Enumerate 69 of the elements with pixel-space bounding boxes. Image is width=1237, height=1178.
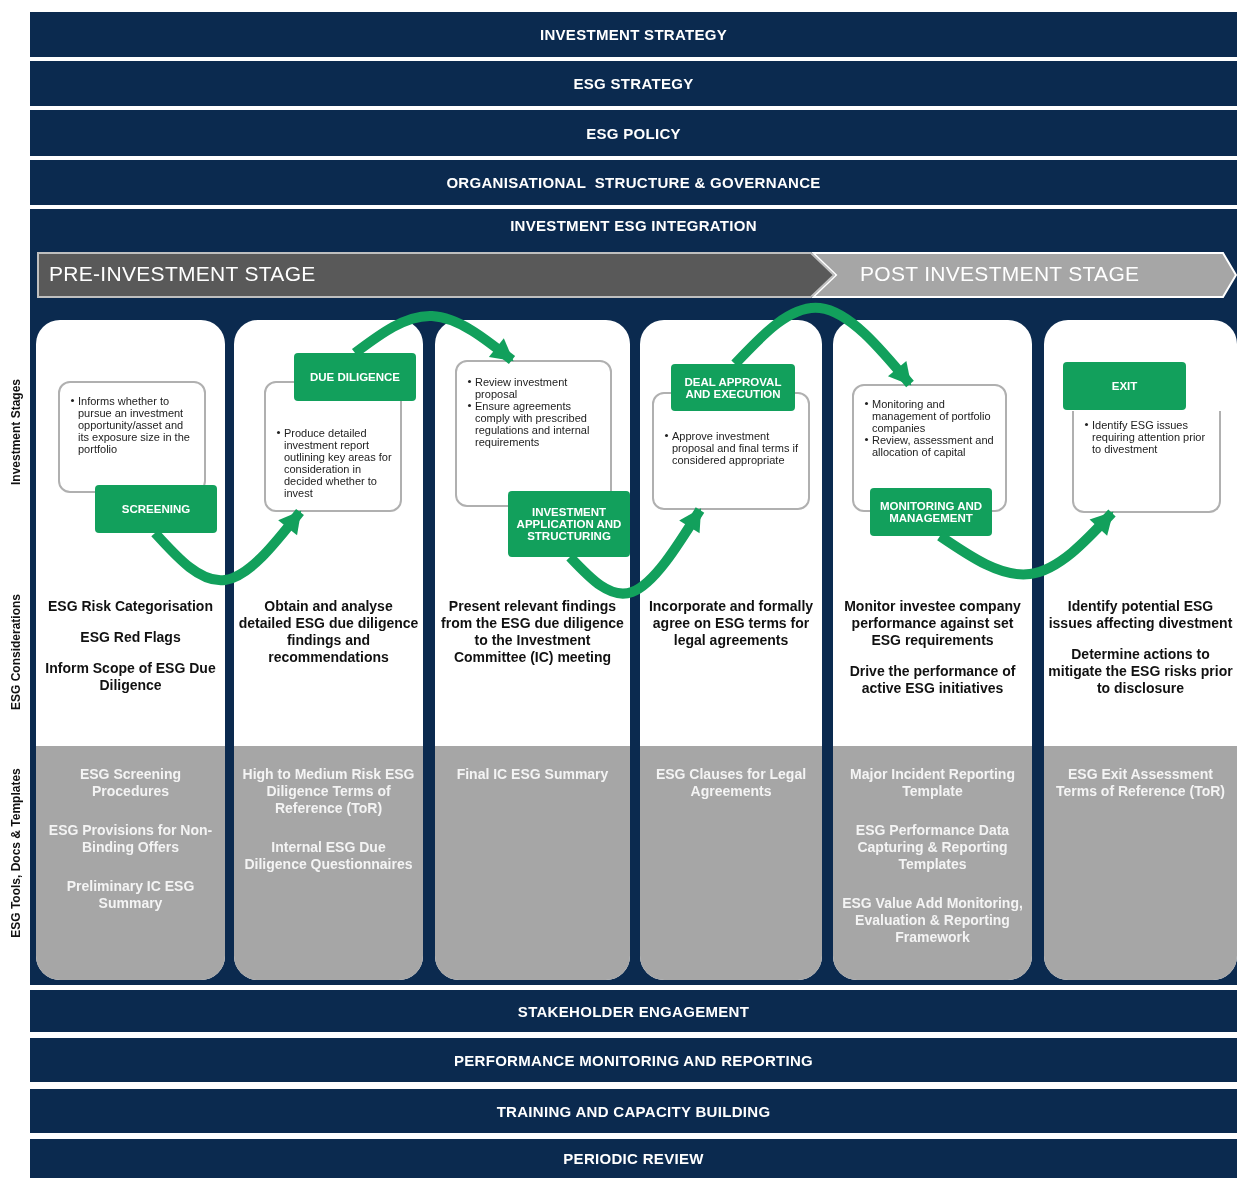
section-band: INVESTMENT STRATEGY <box>30 12 1237 57</box>
curved-arrow <box>937 509 1116 580</box>
consideration-text: Inform Scope of ESG Due Diligence <box>44 660 217 694</box>
tool-text: Major Incident Reporting Template <box>849 766 1016 800</box>
tool-text: High to Medium Risk ESG Diligence Terms of Reference (ToR) <box>241 766 416 817</box>
stage-label: INVESTMENT APPLICATION AND STRUCTURING <box>508 491 630 557</box>
tool-text: ESG Clauses for Legal Agreements <box>654 766 808 800</box>
row-label: ESG Tools, Docs & Templates <box>9 768 23 938</box>
consideration-text: Identify potential ESG issues affecting divestment <box>1048 598 1233 632</box>
section-band: PERFORMANCE MONITORING AND REPORTING <box>30 1038 1237 1082</box>
tool-text: Final IC ESG Summary <box>456 766 609 783</box>
tools-panel <box>234 746 423 980</box>
consideration-text: Determine actions to mitigate the ESG risks prior to disclosure <box>1048 646 1233 697</box>
curved-arrow <box>151 508 304 586</box>
bullet-text: Monitoring and management of portfolio companies <box>872 398 991 434</box>
stage-label: SCREENING <box>95 485 217 533</box>
tool-text: Internal ESG Due Diligence Questionnaires <box>243 839 414 873</box>
bullet-text: Approve investment proposal and final terms if considered appropriate <box>672 430 798 466</box>
stage-heading: POST INVESTMENT STAGE <box>860 262 1140 286</box>
section-band: TRAINING AND CAPACITY BUILDING <box>30 1089 1237 1133</box>
row-label: Investment Stages <box>9 379 23 485</box>
integration-panel <box>30 209 1237 985</box>
bullet-text: Identify ESG issues requiring attention prior to divestment <box>1092 419 1206 455</box>
stage-label: MONITORING AND MANAGEMENT <box>870 488 992 536</box>
section-band: PERIODIC REVIEW <box>30 1139 1237 1178</box>
consideration-text: ESG Red Flags <box>80 629 181 646</box>
consideration-text: Drive the performance of active ESG initiatives <box>848 663 1017 697</box>
consideration-text: Present relevant findings from the ESG due diligence to the Investment Committee (IC) meeting <box>440 598 625 666</box>
consideration-text: Incorporate and formally agree on ESG terms for legal agreements <box>647 598 815 649</box>
stage-column <box>36 320 225 980</box>
stage-heading: PRE-INVESTMENT STAGE <box>49 262 316 286</box>
tools-panel <box>833 746 1032 980</box>
bullet-text: Informs whether to pursue an investment opportunity/asset and its exposure size in the portfolio <box>78 395 190 455</box>
description-box <box>1072 411 1221 513</box>
tool-text: ESG Provisions for Non-Binding Offers <box>47 822 214 856</box>
stage-column <box>1044 320 1237 980</box>
bullet-text: Review, assessment and allocation of capital <box>872 434 994 458</box>
curved-arrow <box>731 302 914 388</box>
stage-column <box>234 320 423 980</box>
bullet-text: Produce detailed investment report outlining key areas for consideration in decided whether to invest <box>284 427 392 499</box>
section-band: ESG STRATEGY <box>30 61 1237 106</box>
panel-heading: INVESTMENT ESG INTEGRATION <box>509 217 758 234</box>
stage-label: EXIT <box>1063 362 1186 410</box>
tool-text: ESG Exit Assessment Terms of Reference (ToR) <box>1054 766 1227 800</box>
description-box <box>455 360 612 507</box>
bullet-text: Ensure agreements comply with prescribed regulations and internal requirements <box>475 400 590 448</box>
stage-column <box>435 320 630 980</box>
tools-panel <box>435 746 630 980</box>
stage-column <box>833 320 1032 980</box>
section-band: ORGANISATIONAL STRUCTURE & GOVERNANCE <box>30 160 1237 205</box>
row-label: ESG Considerations <box>9 594 23 710</box>
tool-text: ESG Screening Procedures <box>78 766 183 800</box>
tool-text: Preliminary IC ESG Summary <box>65 878 196 912</box>
bullet-text: Review investment proposal <box>475 376 568 400</box>
stage-label: DUE DILIGENCE <box>294 353 416 401</box>
consideration-text: ESG Risk Categorisation <box>48 598 213 615</box>
description-box <box>58 381 206 493</box>
stage-label: DEAL APPROVAL AND EXECUTION <box>671 364 795 411</box>
tools-panel <box>36 746 225 980</box>
tool-text: ESG Value Add Monitoring, Evaluation & Reporting Framework <box>841 895 1024 946</box>
tools-panel <box>640 746 822 980</box>
stage-column <box>640 320 822 980</box>
tools-panel <box>1044 746 1237 980</box>
tool-text: ESG Performance Data Capturing & Reporting Templates <box>854 822 1011 873</box>
consideration-text: Monitor investee company performance against set ESG requirements <box>843 598 1022 649</box>
curved-arrow <box>566 507 705 599</box>
section-band: ESG POLICY <box>30 110 1237 156</box>
consideration-text: Obtain and analyse detailed ESG due diligence findings and recommendations <box>238 598 419 666</box>
section-band: STAKEHOLDER ENGAGEMENT <box>30 990 1237 1032</box>
